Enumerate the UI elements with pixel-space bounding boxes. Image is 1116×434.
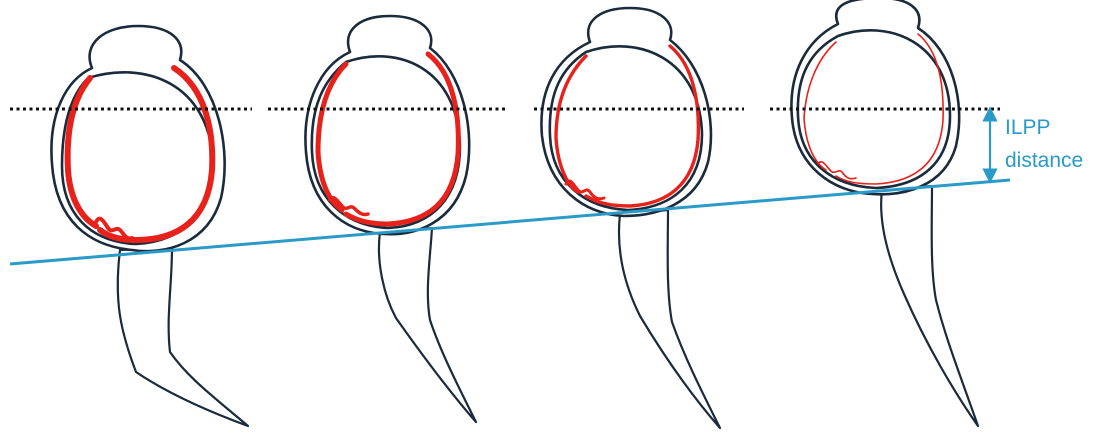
ilpp-label: ILPP [1005,116,1051,139]
distance-label: distance [1005,149,1083,172]
stalk [619,210,720,428]
figure-stage-4 [791,0,978,426]
stalk [379,228,476,422]
figure-stage-1 [51,26,248,426]
stalk [118,248,248,426]
figure-stage-2 [305,16,476,422]
stalk [881,186,978,426]
